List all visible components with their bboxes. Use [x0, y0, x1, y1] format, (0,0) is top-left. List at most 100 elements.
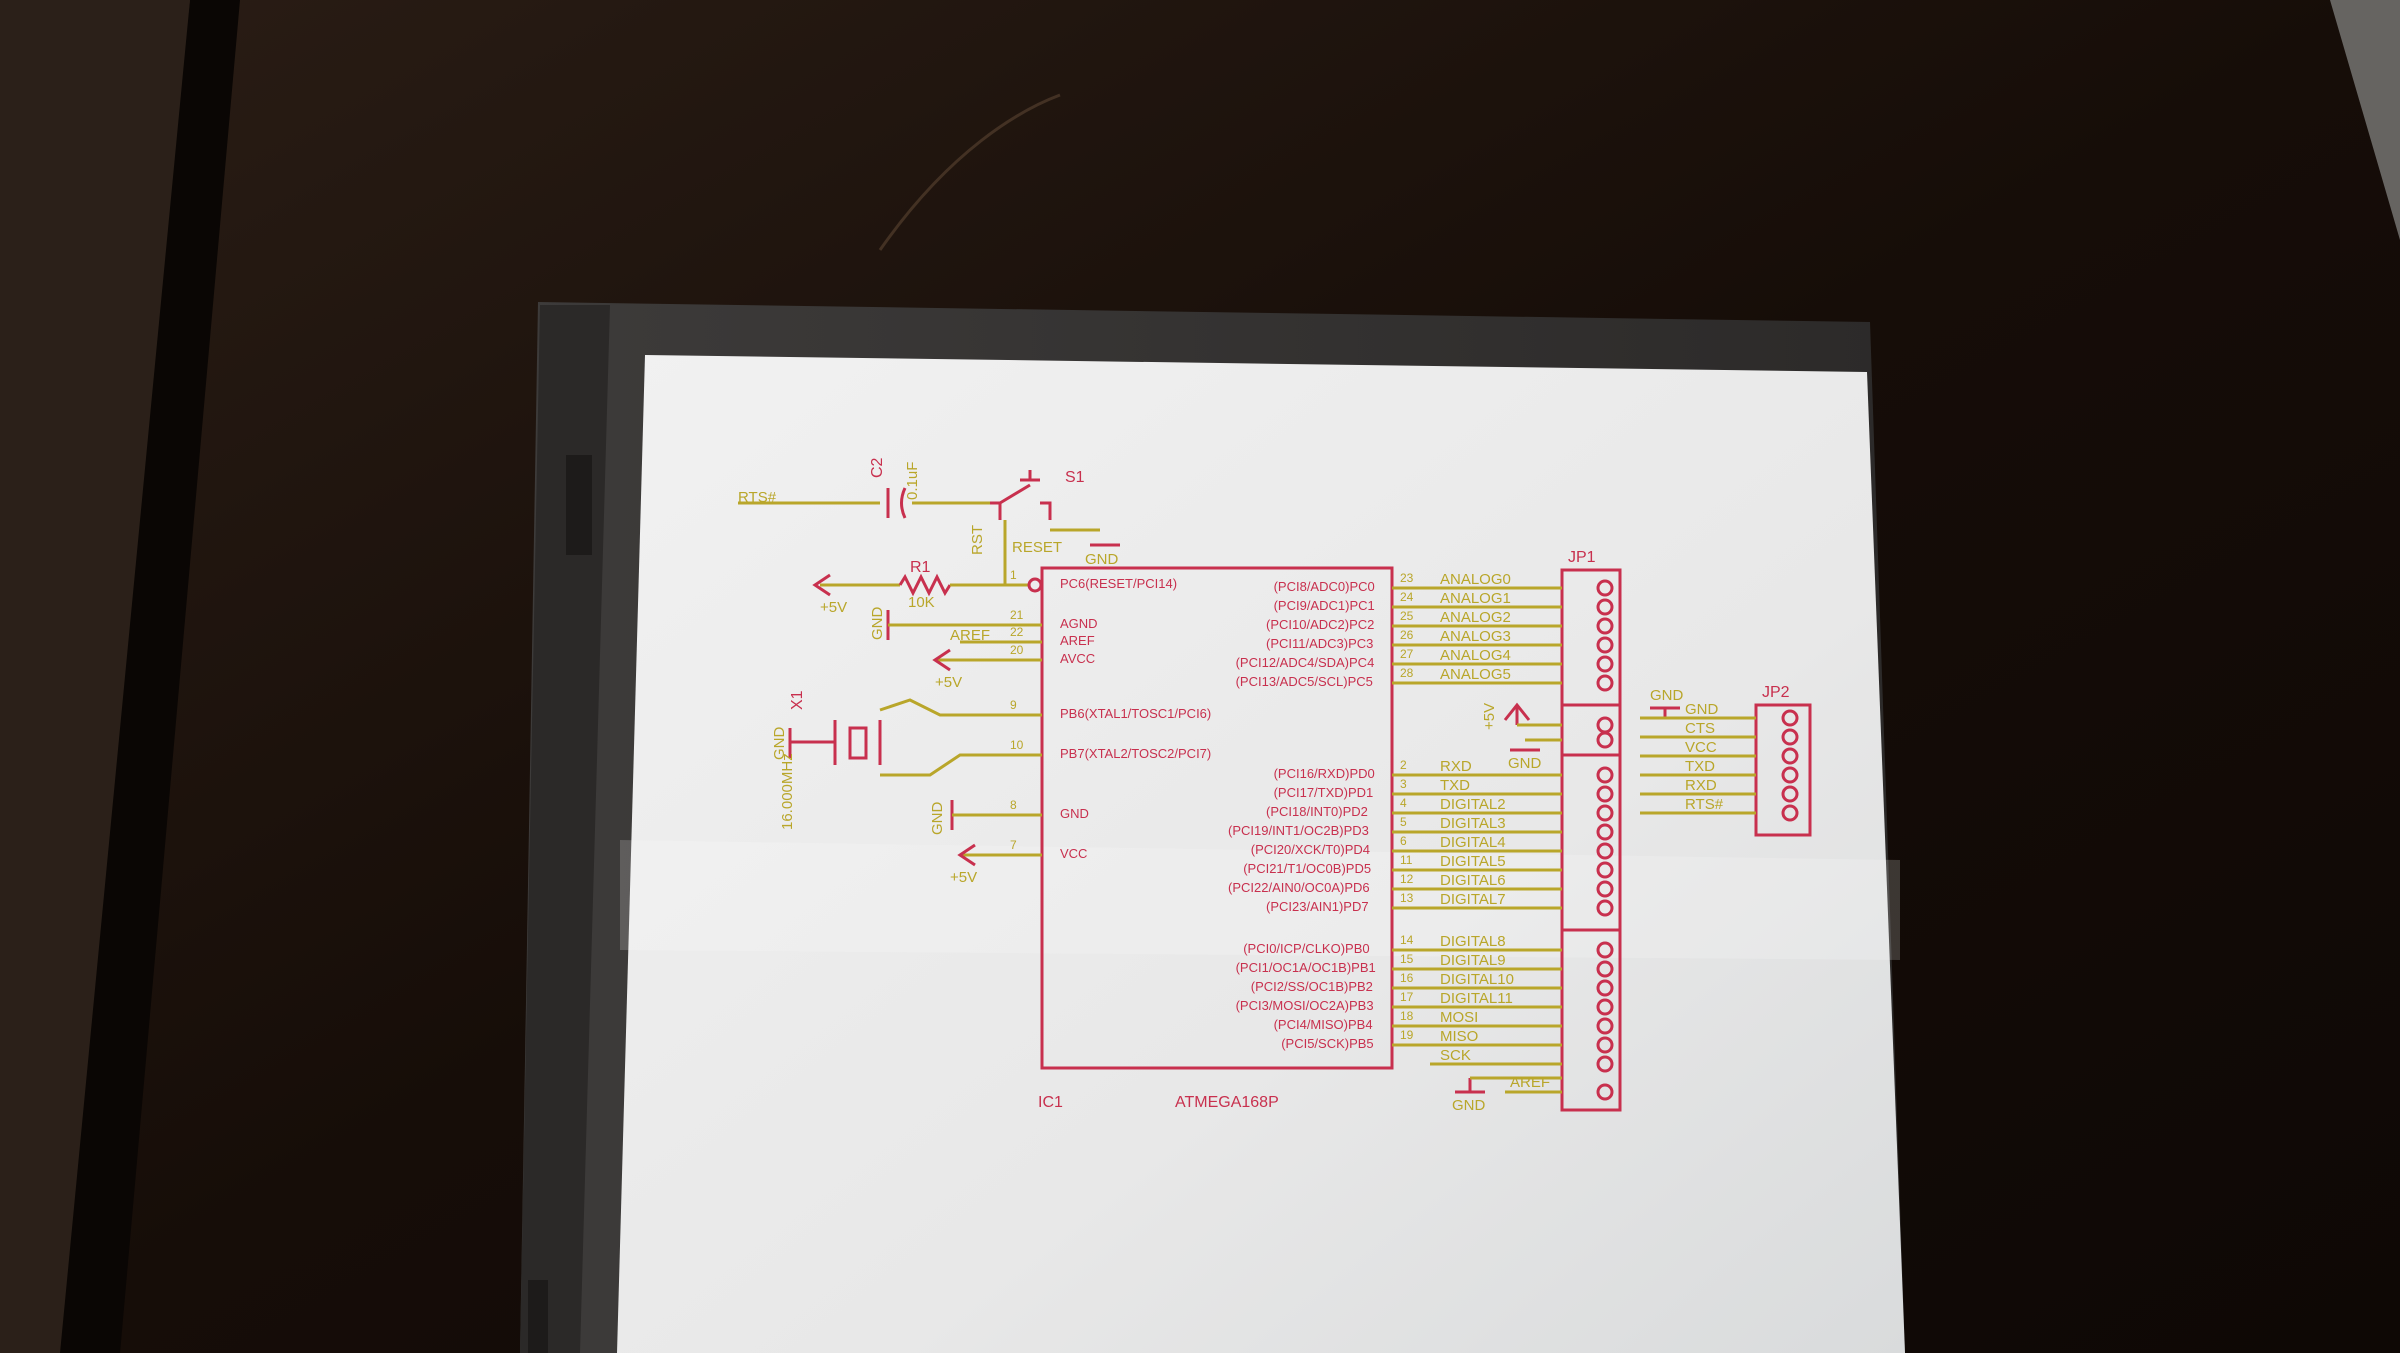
ic-pin-label: (PCI22/AIN0/OC0A)PD6 — [1228, 880, 1370, 895]
ic-pin-label: (PCI23/AIN1)PD7 — [1266, 899, 1369, 914]
header-pin — [1781, 747, 1799, 765]
header-pin — [1596, 861, 1614, 879]
net-label-analog: ANALOG2 — [1440, 609, 1511, 626]
ic-pin-label: VCC — [1060, 846, 1088, 861]
net-label-digital: DIGITAL6 — [1440, 872, 1506, 889]
header-pin — [1596, 674, 1614, 692]
gnd-label: GND — [1452, 1097, 1486, 1114]
resistor-value: 10K — [908, 594, 935, 611]
ic-pin-label: (PCI19/INT1/OC2B)PD3 — [1228, 823, 1369, 838]
header-pin — [1596, 731, 1614, 749]
header-pin — [1596, 960, 1614, 978]
ic-pin-label: (PCI12/ADC4/SDA)PC4 — [1235, 655, 1375, 670]
net-label-digital: DIGITAL9 — [1440, 952, 1506, 969]
ic-pin-label: (PCI0/ICP/CLKO)PB0 — [1243, 941, 1370, 956]
header-ref: JP2 — [1762, 684, 1790, 701]
schematic-drawing — [738, 470, 1812, 1112]
arrow-5v — [932, 648, 951, 672]
net-label-digital: DIGITAL5 — [1440, 853, 1506, 870]
ic-body — [1040, 566, 1394, 1070]
net-label-analog: ANALOG4 — [1440, 647, 1511, 664]
ic-pin-label: (PCI17/TXD)PD1 — [1273, 785, 1374, 800]
ftdi-net-label: CTS — [1685, 720, 1715, 737]
net-label-rts: RTS# — [738, 489, 777, 506]
pin-number: 27 — [1400, 647, 1414, 661]
net-label-digital: MISO — [1440, 1028, 1479, 1045]
ic-part-name: ATMEGA168P — [1175, 1094, 1279, 1111]
pin-number: 13 — [1400, 891, 1414, 905]
gnd-label: GND — [1650, 687, 1684, 704]
switch-s1 — [990, 470, 1052, 520]
header-pin — [1596, 979, 1614, 997]
pin-number: 4 — [1400, 796, 1407, 810]
switch-ref: S1 — [1065, 469, 1085, 486]
paper-sheet — [617, 355, 1905, 1353]
ic-pin-label: (PCI16/RXD)PD0 — [1273, 766, 1375, 781]
net-label-analog: ANALOG1 — [1440, 590, 1511, 607]
ic-pin-label: AREF — [1060, 633, 1095, 648]
ftdi-net-label: RXD — [1685, 777, 1717, 794]
resistor-r1 — [898, 573, 952, 597]
ic-pin-label: GND — [1060, 806, 1089, 821]
pin-number: 17 — [1400, 990, 1414, 1004]
net-label-digital: RXD — [1440, 758, 1472, 775]
gnd-label: GND — [869, 606, 886, 640]
header-pin — [1596, 598, 1614, 616]
power-label: +5V — [1481, 702, 1498, 730]
pin-number: 21 — [1010, 608, 1024, 622]
net-label-digital: DIGITAL8 — [1440, 933, 1506, 950]
jp1-header — [1560, 568, 1622, 1112]
header-pin — [1781, 728, 1799, 746]
pin-number: 16 — [1400, 971, 1414, 985]
net-label-aref: AREF — [1510, 1074, 1551, 1091]
header-pin — [1596, 880, 1614, 898]
net-label-digital: DIGITAL4 — [1440, 834, 1506, 851]
header-pin — [1781, 785, 1799, 803]
net-label-analog: ANALOG5 — [1440, 666, 1511, 683]
pin-number: 28 — [1400, 666, 1414, 680]
pin-number: 19 — [1400, 1028, 1414, 1042]
pin-number: 7 — [1010, 838, 1017, 852]
cd-case-spine — [520, 305, 610, 1353]
ic-pin-label: (PCI9/ADC1)PC1 — [1273, 598, 1375, 613]
header-pin — [1596, 766, 1614, 784]
header-pin — [1781, 709, 1799, 727]
pin-number: 9 — [1010, 698, 1017, 712]
pin-number: 25 — [1400, 609, 1414, 623]
header-pin — [1596, 1017, 1614, 1035]
cap-ref: C2 — [869, 457, 886, 478]
scratch — [878, 93, 1061, 251]
ic-pin-label: (PCI20/XCK/T0)PD4 — [1250, 842, 1370, 857]
ic-pin-label: (PCI4/MISO)PB4 — [1273, 1017, 1373, 1032]
ftdi-net-label: VCC — [1685, 739, 1717, 756]
pin-number: 5 — [1400, 815, 1407, 829]
pin-number: 10 — [1010, 738, 1024, 752]
case-tab-lower — [528, 1280, 548, 1353]
net-label-digital: MOSI — [1440, 1009, 1479, 1026]
net-label-digital: DIGITAL2 — [1440, 796, 1506, 813]
net-label-analog: ANALOG0 — [1440, 571, 1511, 588]
net-label-reset: RESET — [1012, 539, 1063, 556]
pin-number: 8 — [1010, 798, 1017, 812]
right-case-corner — [2330, 0, 2400, 240]
pin-number: 22 — [1010, 625, 1024, 639]
header-pin — [1781, 804, 1799, 822]
header-pin — [1596, 998, 1614, 1016]
ftdi-net-label: RTS# — [1685, 796, 1724, 813]
ftdi-net-label: GND — [1685, 701, 1719, 718]
header-pin — [1596, 1036, 1614, 1054]
header-pin — [1596, 785, 1614, 803]
wire — [880, 753, 1042, 777]
left-board — [0, 0, 190, 1353]
header-pin — [1596, 579, 1614, 597]
jp2-header — [1754, 703, 1812, 837]
header-pin — [1596, 941, 1614, 959]
pin-number: 26 — [1400, 628, 1414, 642]
ic-pin-label: AGND — [1060, 616, 1098, 631]
pin-number: 15 — [1400, 952, 1414, 966]
net-label-digital: SCK — [1440, 1047, 1471, 1064]
net-label-digital: DIGITAL7 — [1440, 891, 1506, 908]
crystal-value: 16.000MHz — [779, 753, 796, 830]
ic-pin-label: (PCI21/T1/OC0B)PD5 — [1243, 861, 1372, 876]
